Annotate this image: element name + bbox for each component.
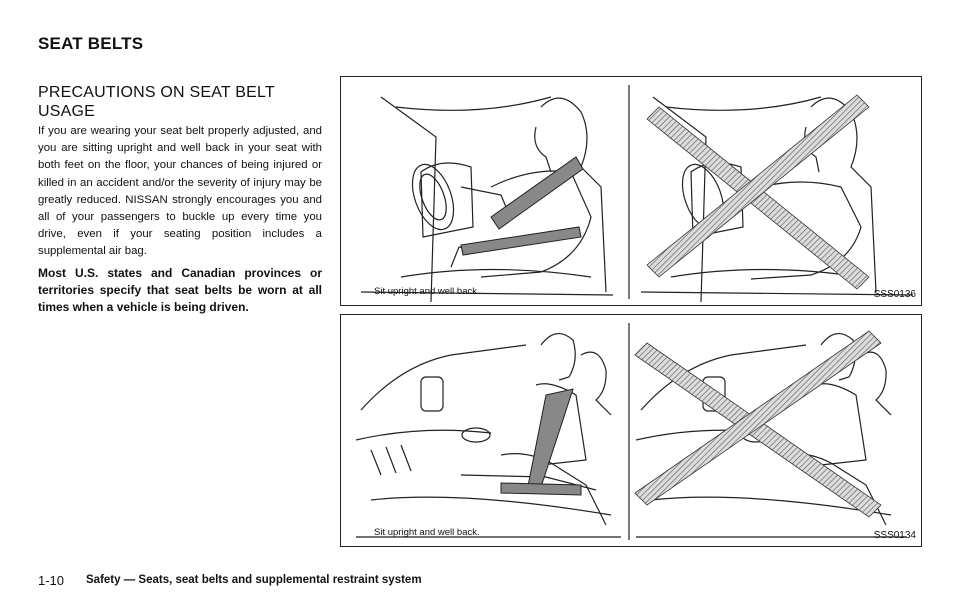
belt-shoulder-correct [526, 388, 574, 494]
figure-caption: Sit upright and well back. [374, 286, 480, 297]
page-number: 1-10 [38, 573, 65, 588]
front-view-illustration [360, 85, 914, 303]
driver-incorrect-front [640, 96, 914, 303]
legal-note-paragraph: Most U.S. states and Canadian provinces … [38, 265, 322, 315]
figure-code: SSS0134 [873, 530, 916, 541]
section-title: SEAT BELTS [38, 34, 144, 53]
passenger-correct-side [355, 333, 621, 538]
belt-lap-correct [460, 226, 582, 256]
side-view-illustration [355, 323, 906, 540]
figure-caption: Sit upright and well back. [374, 527, 480, 538]
figure-front-view: Sit upright and well back. SSS0136 [340, 76, 922, 306]
cross-stroke-2 [646, 94, 870, 278]
belt-shoulder-correct [490, 156, 584, 230]
cross-stroke-2 [634, 330, 882, 506]
driver-correct-front [360, 96, 614, 303]
cross-stroke-1 [646, 106, 870, 290]
chapter-title: Safety — Seats, seat belts and supplemen… [86, 574, 422, 586]
figure-side-view: Sit upright and well back. SSS0134 [340, 314, 922, 547]
figure-code: SSS0136 [873, 289, 916, 300]
cross-stroke-1 [634, 342, 882, 518]
belt-lap-correct [500, 482, 582, 496]
intro-paragraph: If you are wearing your seat belt proper… [38, 125, 322, 258]
body-text: If you are wearing your seat belt proper… [38, 123, 322, 320]
subheading: PRECAUTIONS ON SEAT BELT USAGE [38, 84, 275, 120]
